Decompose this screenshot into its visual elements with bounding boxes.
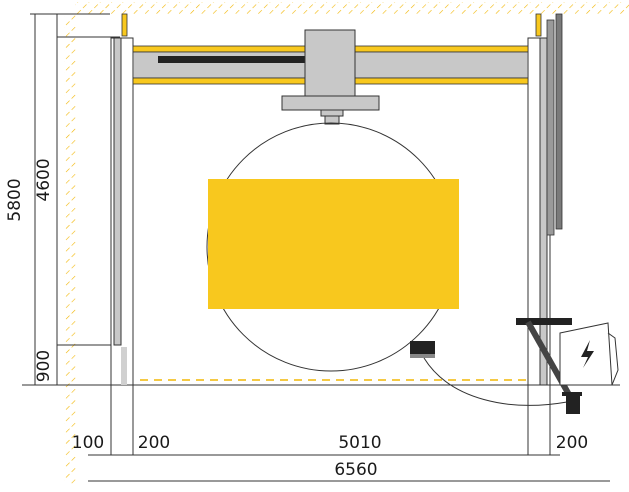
label-total-height: 5800 xyxy=(5,178,25,221)
load-block xyxy=(208,179,459,309)
label-span: 5010 xyxy=(338,433,381,453)
label-column-height: 4600 xyxy=(34,158,54,201)
control-unit xyxy=(410,341,435,358)
right-column xyxy=(527,13,563,386)
label-right-column: 200 xyxy=(556,433,588,453)
label-left-column: 200 xyxy=(138,433,170,453)
control-cable xyxy=(423,357,568,406)
label-total-width: 6560 xyxy=(334,460,377,480)
lightning-bolt-icon xyxy=(581,340,594,368)
label-base-height: 900 xyxy=(34,350,54,382)
label-left-wall-gap: 100 xyxy=(72,433,104,453)
trolley xyxy=(281,29,380,125)
left-wall-hatch xyxy=(64,14,76,484)
ceiling-hatch xyxy=(75,2,629,14)
pendant-arm xyxy=(516,318,582,414)
left-column xyxy=(110,13,134,386)
